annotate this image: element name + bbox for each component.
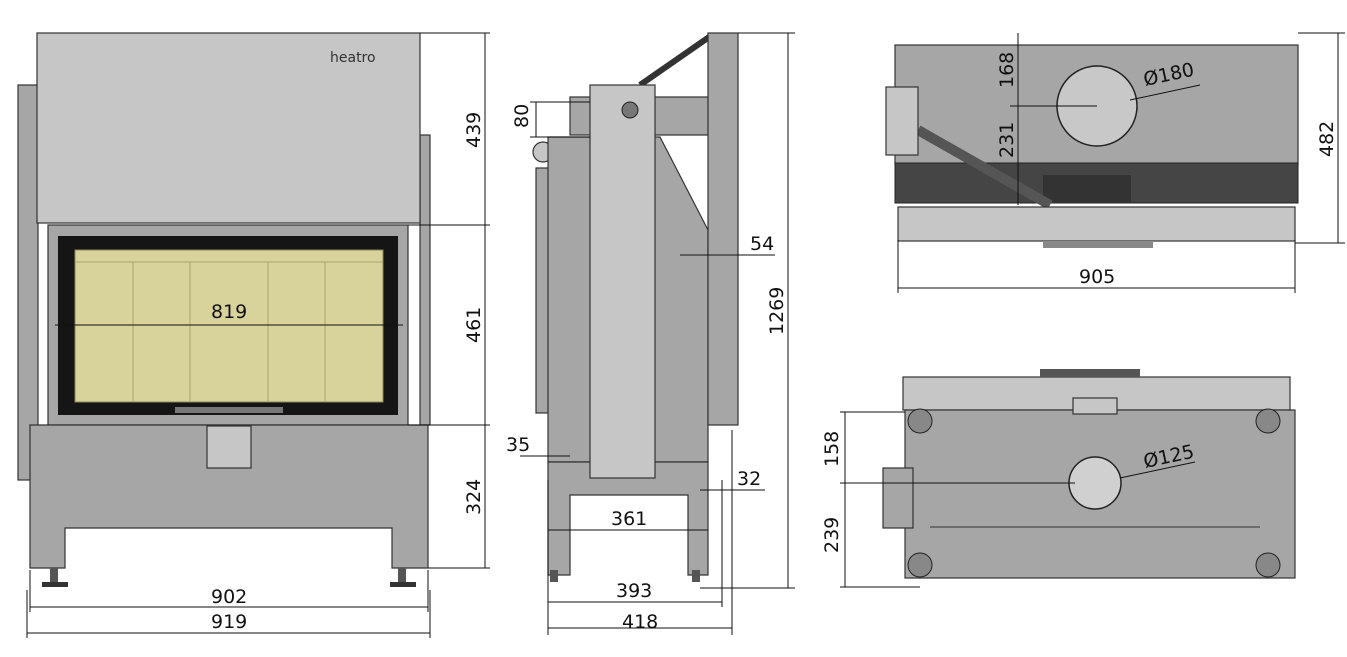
dim-front-to-flue: 168: [996, 52, 1018, 88]
door-handle: [175, 407, 283, 413]
left-side-post: [17, 84, 39, 481]
top-panel: [36, 32, 421, 224]
air-inlet: [1068, 456, 1122, 510]
dim-air-to-back: 239: [821, 517, 843, 553]
side-column: [589, 84, 656, 479]
side-view: 80 1269 54 35 32 361 393 418: [506, 32, 795, 635]
brand-logo: heatro: [330, 50, 376, 66]
side-control-box: [885, 86, 919, 156]
top-dimension-lines: [897, 32, 1345, 293]
dim-total-height: 1269: [766, 287, 788, 335]
firebox-glass: [74, 249, 384, 403]
side-dimension-lines: [520, 32, 795, 635]
bottom-front-tab: [1040, 369, 1140, 377]
dim-depth-inner: 393: [616, 580, 652, 602]
top-inner-box: [1043, 175, 1131, 203]
front-view: heatro 439 461 324 819 902: [17, 32, 490, 638]
dim-window-width: 819: [211, 301, 247, 323]
side-foot-rear: [692, 570, 700, 582]
side-foot-front: [550, 570, 558, 582]
left-foot-pad: [42, 582, 68, 587]
top-view: 168 231 482 905 Ø180: [885, 32, 1345, 293]
dim-flue-to-back: 231: [996, 122, 1018, 158]
dim-front-to-air: 158: [821, 431, 843, 467]
dim-door-offset: 54: [750, 233, 774, 255]
top-strut: [915, 125, 1053, 210]
right-foot-pad: [390, 582, 416, 587]
dim-top-panel: 439: [463, 112, 485, 148]
left-foot: [50, 568, 58, 582]
bottom-tab: [1072, 397, 1118, 415]
front-dimension-lines: [26, 32, 490, 638]
dim-width-inner: 902: [211, 586, 247, 608]
base-stand: [29, 424, 429, 569]
air-control: [206, 425, 252, 469]
dim-leg-span: 361: [611, 508, 647, 530]
top-front-tab: [1043, 241, 1153, 248]
dim-rear-offset: 32: [737, 468, 761, 490]
dim-door: 461: [463, 307, 485, 343]
dim-front-offset: 35: [506, 434, 530, 456]
right-foot: [398, 568, 406, 582]
flue-connector-icon: [621, 101, 639, 119]
bottom-dimension-lines: [840, 411, 1196, 588]
bottom-control-box: [882, 467, 914, 529]
dim-width: 905: [1079, 266, 1115, 288]
support-strut: [638, 32, 714, 88]
dim-base: 324: [463, 479, 485, 515]
corner-feet: [907, 408, 1281, 578]
dim-flue: 80: [511, 104, 533, 128]
dim-depth: 482: [1316, 121, 1338, 157]
dim-depth-outer: 418: [622, 611, 658, 633]
bottom-view: 158 239 Ø125: [821, 369, 1296, 588]
top-front-strip: [897, 206, 1296, 242]
firebrick-lines: [75, 261, 383, 402]
back-plate: [707, 32, 739, 426]
right-side-post: [419, 134, 431, 426]
dim-width-outer: 919: [211, 611, 247, 633]
